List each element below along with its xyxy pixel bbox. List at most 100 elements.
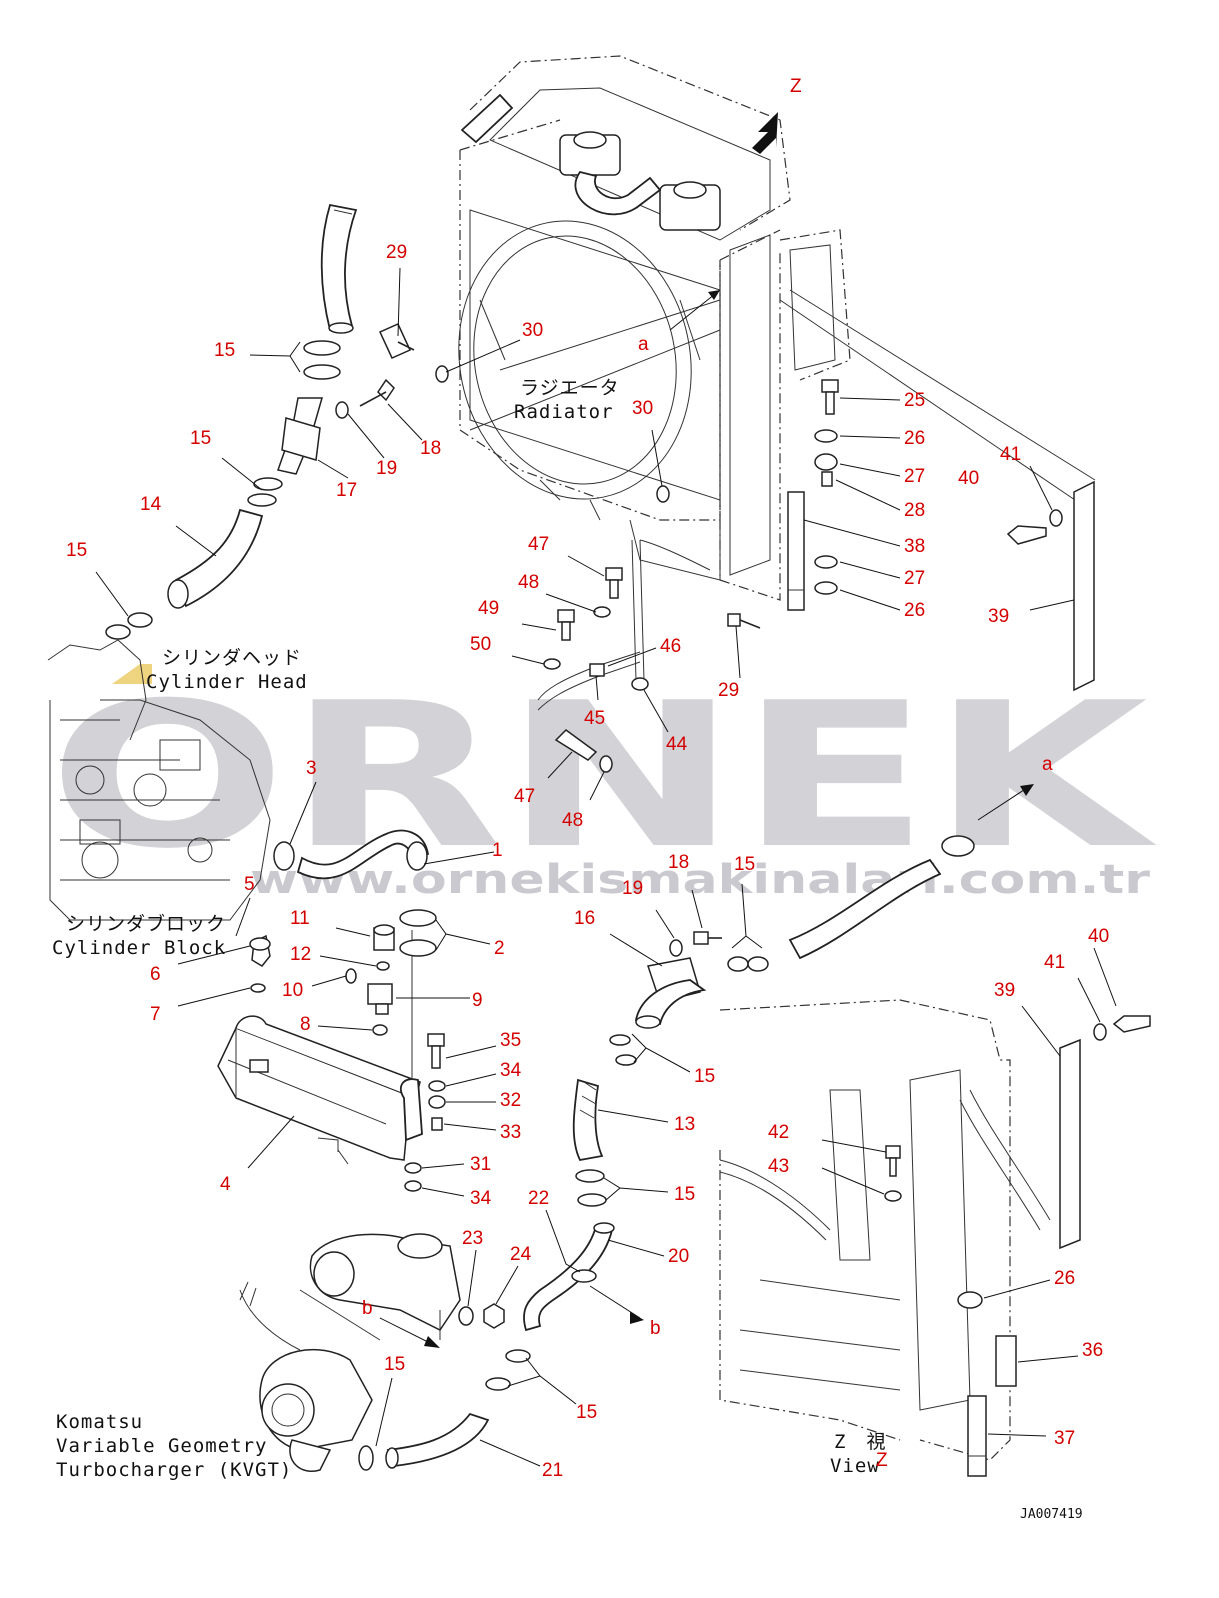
callout-number: 19 (376, 458, 397, 479)
callout-number: 34 (500, 1060, 522, 1081)
view-label-jp: Z 視 (834, 1431, 886, 1453)
callout-number: 34 (470, 1188, 492, 1209)
callout-number: 22 (528, 1188, 549, 1209)
callout-number: 48 (562, 810, 583, 831)
callout-number: 42 (768, 1122, 789, 1143)
callout-number: 15 (674, 1184, 695, 1205)
callout-number: 12 (290, 944, 311, 965)
arrow-label-b-turbo: b (362, 1298, 373, 1319)
callout-number: 50 (470, 634, 491, 655)
callout-number: 16 (574, 908, 595, 929)
arrow-label-a-radiator: a (638, 334, 649, 355)
callout-number: 39 (988, 606, 1009, 627)
callout-numbers: 29 30 15 18 19 17 15 14 15 30 25 26 27 2… (66, 242, 1109, 1481)
view-marker-z: Z (790, 76, 802, 97)
engine-block (47, 639, 271, 921)
callout-number: 13 (674, 1114, 695, 1135)
callout-number: 2 (494, 938, 505, 959)
callout-number: 11 (290, 908, 310, 929)
callout-number: 10 (282, 980, 303, 1001)
callout-number: 49 (478, 598, 499, 619)
upper-hose-group (105, 203, 670, 640)
callout-number: 23 (462, 1228, 483, 1249)
watermark: ORNEK www.ornekismakinalari.com.tr (48, 660, 1158, 903)
callout-number: 18 (668, 852, 689, 873)
callout-number: 1 (492, 840, 503, 861)
callout-number: 19 (622, 878, 643, 899)
callout-number: 44 (666, 734, 688, 755)
callout-number: 26 (904, 428, 925, 449)
callout-number: 25 (904, 390, 925, 411)
callout-number: 9 (472, 990, 483, 1011)
lower-hoses (358, 858, 942, 1471)
callout-number: 3 (306, 758, 317, 779)
view-z-arrow (752, 112, 778, 154)
callout-number: 29 (386, 242, 407, 263)
callout-number: 30 (522, 320, 543, 341)
captions: ラジエータ Radiator シリンダヘッド Cylinder Head シリン… (52, 76, 1083, 1522)
callout-number: 15 (214, 340, 235, 361)
cylinder-head-label-jp: シリンダヘッド (162, 647, 302, 669)
callout-number: 27 (904, 568, 925, 589)
leader-lines (95, 267, 1117, 1467)
kvgt-label-line2: Variable Geometry (56, 1435, 267, 1457)
callout-number: 20 (668, 1246, 689, 1267)
callout-number: 26 (1054, 1268, 1075, 1289)
oil-cooler-group (217, 829, 446, 1192)
callout-number: 47 (514, 786, 535, 807)
callout-number: 30 (632, 398, 653, 419)
radiator-label-en: Radiator (514, 401, 614, 423)
callout-number: 47 (528, 534, 549, 555)
callout-number: 24 (510, 1244, 532, 1265)
watermark-accent (112, 664, 152, 684)
callout-number: 15 (576, 1402, 597, 1423)
callout-number: 35 (500, 1030, 521, 1051)
callout-number: 15 (734, 854, 755, 875)
callout-number: 26 (904, 600, 925, 621)
callout-number: 28 (904, 500, 925, 521)
kvgt-label-line3: Turbocharger (KVGT) (56, 1459, 292, 1481)
callout-number: 4 (220, 1174, 231, 1195)
watermark-url: www.ornekismakinalari.com.tr (250, 857, 1150, 903)
z-view (719, 999, 1151, 1477)
callout-number: 40 (1088, 926, 1109, 947)
watermark-brand: ORNEK (48, 660, 1158, 893)
callout-number: 48 (518, 572, 539, 593)
center-piping (537, 539, 761, 773)
callout-number: 21 (542, 1460, 563, 1481)
callout-number: 46 (660, 636, 681, 657)
kvgt-label-line1: Komatsu (56, 1411, 143, 1433)
callout-number: 6 (150, 964, 161, 985)
cylinder-block-label-en: Cylinder Block (52, 937, 226, 959)
radiator-assembly (458, 55, 1096, 601)
callout-number: 33 (500, 1122, 521, 1143)
callout-number: 32 (500, 1090, 521, 1111)
callout-number: 45 (584, 708, 605, 729)
radiator-label-jp: ラジエータ (520, 377, 620, 399)
callout-number: 40 (958, 468, 979, 489)
callout-number: 37 (1054, 1428, 1075, 1449)
callout-number: 15 (190, 428, 211, 449)
drawing-code: JA007419 (1020, 1507, 1083, 1522)
callout-number: 5 (244, 874, 255, 895)
callout-number: 27 (904, 466, 925, 487)
callout-number: 14 (140, 494, 162, 515)
callout-number: 36 (1082, 1340, 1103, 1361)
callout-number: 15 (384, 1354, 405, 1375)
callout-number: 39 (994, 980, 1015, 1001)
callout-number: 41 (1044, 952, 1065, 973)
arrow-label-a-right: a (1042, 754, 1053, 775)
callout-number: 8 (300, 1014, 311, 1035)
turbocharger (239, 1233, 461, 1472)
callout-number: 29 (718, 680, 739, 701)
callout-number: 41 (1000, 444, 1021, 465)
view-label-en: View (830, 1455, 880, 1477)
callout-number: 31 (470, 1154, 491, 1175)
callout-number: 18 (420, 438, 441, 459)
callout-number: 7 (150, 1004, 161, 1025)
right-hardware (787, 379, 1095, 857)
cylinder-block-label-jp: シリンダブロック (66, 912, 226, 935)
callout-number: 17 (336, 480, 357, 501)
view-label-z: Z (876, 1450, 888, 1471)
